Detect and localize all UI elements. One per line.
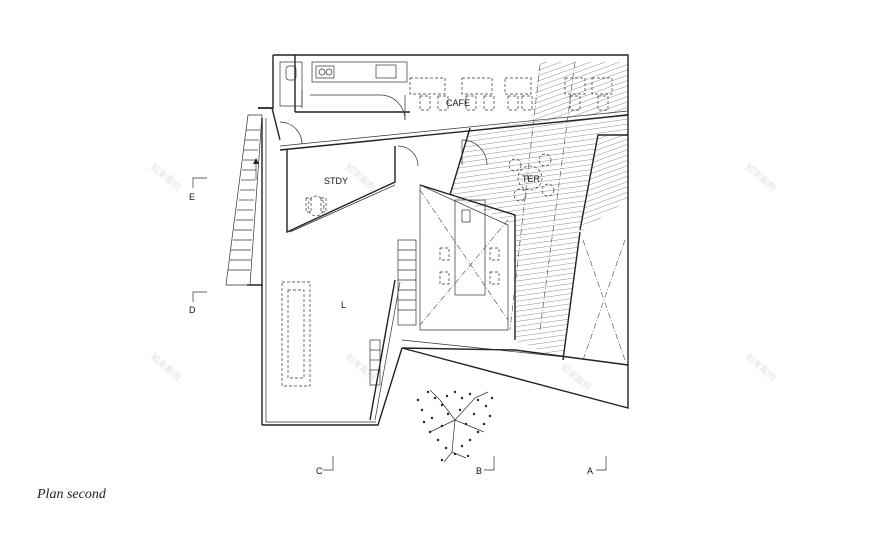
svg-text:C: C <box>316 466 323 476</box>
watermark: 知末案例 <box>743 351 778 383</box>
interior-stair <box>397 239 417 326</box>
section-marker-e: E <box>189 177 207 202</box>
section-marker-c: C <box>316 456 334 476</box>
section-marker-d: D <box>189 291 207 315</box>
room-labels: CAFE STDY TER L <box>324 98 541 310</box>
room-label-study: STDY <box>324 176 348 186</box>
terrace-furniture <box>508 153 555 202</box>
dining-area <box>419 189 509 326</box>
tree-symbol <box>416 389 494 463</box>
cafe-furniture <box>409 77 613 111</box>
study-furniture <box>305 195 327 217</box>
terrace-decking <box>450 62 628 360</box>
living-furniture <box>281 281 381 387</box>
exterior-stair <box>225 114 263 286</box>
section-markers: E D C B A <box>189 177 607 476</box>
watermark: 知末案例 <box>343 351 378 383</box>
svg-text:B: B <box>476 466 482 476</box>
room-label-living: L <box>341 300 346 310</box>
doors <box>279 121 488 167</box>
building-outline <box>247 54 629 426</box>
svg-text:D: D <box>189 305 196 315</box>
svg-text:A: A <box>587 466 593 476</box>
service-rooms <box>279 61 408 121</box>
room-label-terrace: TER <box>522 174 541 184</box>
section-marker-a: A <box>587 456 607 476</box>
watermark: 知末案例 <box>558 361 593 393</box>
void-lines <box>509 61 626 361</box>
watermark: 知末案例 <box>148 351 183 383</box>
section-marker-b: B <box>476 456 495 476</box>
watermark: 知末案例 <box>743 161 778 193</box>
watermark: 知末案例 <box>343 161 378 193</box>
room-label-cafe: CAFE <box>446 98 470 108</box>
watermark: 知末案例 <box>148 161 183 193</box>
svg-text:E: E <box>189 192 195 202</box>
plan-caption: Plan second <box>37 487 106 502</box>
